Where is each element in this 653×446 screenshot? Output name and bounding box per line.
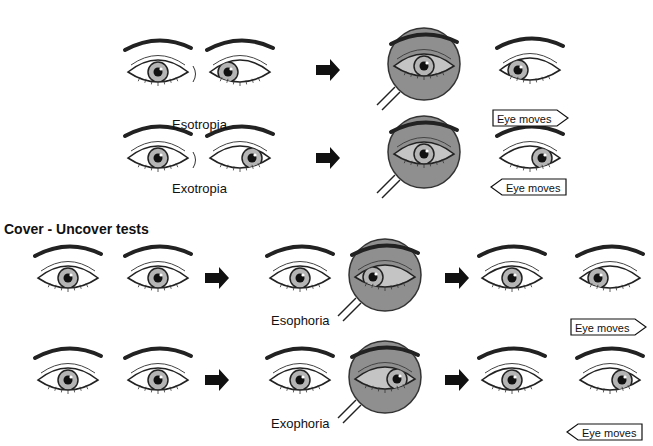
occluder bbox=[338, 239, 421, 321]
eye bbox=[391, 122, 457, 168]
eye bbox=[125, 348, 191, 394]
eye bbox=[391, 34, 457, 80]
section-heading: Cover - Uncover tests bbox=[4, 221, 149, 237]
occluder bbox=[377, 116, 460, 198]
step-arrow bbox=[316, 59, 340, 81]
eye bbox=[267, 246, 333, 292]
condition-label: Exophoria bbox=[271, 416, 330, 431]
movement-arrow: Eye moves bbox=[570, 318, 647, 336]
step-arrow bbox=[205, 369, 229, 391]
eye bbox=[35, 348, 101, 394]
eye bbox=[577, 246, 643, 292]
arrow-text: Eye moves bbox=[575, 319, 629, 337]
condition-label: Esophoria bbox=[271, 313, 330, 328]
arrow-text: Eye moves bbox=[582, 424, 636, 442]
lid-mark bbox=[193, 66, 196, 82]
eye bbox=[125, 246, 191, 292]
occluder bbox=[377, 28, 460, 110]
condition-label: Esotropia bbox=[172, 117, 227, 132]
step-arrow bbox=[316, 147, 340, 169]
movement-arrow: Eye moves bbox=[492, 109, 569, 127]
step-arrow bbox=[445, 267, 469, 289]
arrow-text: Eye moves bbox=[506, 179, 560, 197]
eye bbox=[352, 245, 418, 291]
lid-mark bbox=[193, 152, 196, 168]
eye bbox=[497, 38, 563, 84]
eye bbox=[352, 347, 418, 393]
eye bbox=[35, 246, 101, 292]
occluder bbox=[338, 341, 421, 423]
eye bbox=[207, 126, 273, 172]
eye bbox=[479, 246, 545, 292]
eye bbox=[207, 40, 273, 86]
eye bbox=[479, 348, 545, 394]
eye bbox=[577, 348, 643, 394]
eye bbox=[267, 348, 333, 394]
step-arrow bbox=[205, 267, 229, 289]
movement-arrow: Eye moves bbox=[566, 423, 643, 441]
eye bbox=[125, 40, 191, 86]
arrow-text: Eye moves bbox=[497, 110, 551, 128]
movement-arrow: Eye moves bbox=[490, 178, 567, 196]
step-arrow bbox=[445, 369, 469, 391]
condition-label: Exotropia bbox=[172, 181, 227, 196]
eye bbox=[497, 126, 563, 172]
eye bbox=[125, 126, 191, 172]
